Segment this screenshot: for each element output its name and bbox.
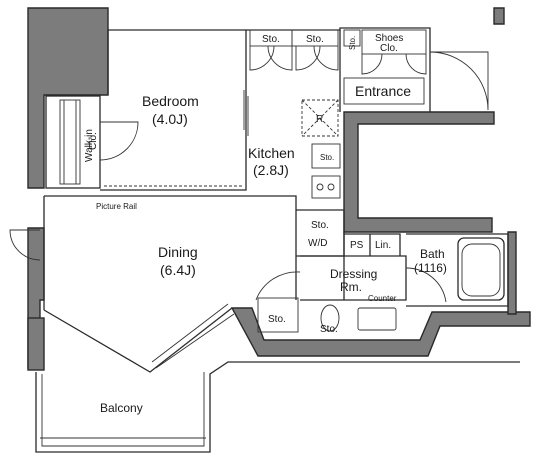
wall-right-bath <box>507 231 517 315</box>
balcony-outline <box>35 361 520 453</box>
outline-wd <box>296 209 345 257</box>
entrance-box <box>343 77 425 105</box>
fridge-space <box>301 99 339 137</box>
outline-bedroom <box>100 30 247 191</box>
sink-box <box>311 143 341 169</box>
walkin-closet-frame <box>45 95 101 189</box>
bath-size-label: (1116) <box>414 261 447 275</box>
burner-2 <box>327 183 335 191</box>
outline-dining <box>43 195 297 310</box>
door-sto-arcs <box>249 45 339 71</box>
door-sto-lower-arc <box>255 271 301 301</box>
bathtub <box>457 237 505 301</box>
wall-bottom-left-pillar <box>27 317 45 371</box>
dining-size-label: (6.4J) <box>160 262 196 278</box>
sto-label-3: Sto. <box>348 36 357 50</box>
toilet <box>320 304 340 332</box>
sto-kitchen-label: Sto. <box>320 153 334 162</box>
bedroom-label: Bedroom <box>142 93 199 109</box>
dining-label: Dining <box>158 244 198 260</box>
burner-1 <box>316 183 324 191</box>
door-shoes-arcs <box>361 53 427 75</box>
shoes-closet-box <box>361 29 427 55</box>
bedroom-size-label: (4.0J) <box>152 111 188 127</box>
sto-box-3 <box>343 29 361 47</box>
ps-label: PS <box>350 240 364 251</box>
dressing-label: Dressing <box>330 267 377 281</box>
wall-left-column <box>27 7 109 189</box>
bath-label: Bath <box>420 247 445 261</box>
kitchen-size-label: (2.8J) <box>253 162 289 178</box>
sliding-door-bedroom <box>243 90 249 136</box>
door-bedroom-arc <box>99 121 139 161</box>
outline-bath <box>406 233 509 307</box>
lin-label: Lin. <box>375 240 391 251</box>
wall-bottom-right <box>230 307 531 357</box>
walkin-clo-label: Clo. <box>88 132 99 150</box>
sto-label-2: Sto. <box>306 34 324 45</box>
picture-rail-label: Picture Rail <box>96 202 137 211</box>
diagonal-window <box>149 303 235 373</box>
sto-toilet-label: Sto. <box>320 324 338 335</box>
door-bath-arc <box>405 267 447 303</box>
wall-top-right-stub <box>493 7 505 25</box>
counter-label: Counter <box>368 294 397 303</box>
wall-right-corridor <box>343 111 495 233</box>
sto-box-2 <box>291 29 339 47</box>
wd-label: W/D <box>308 238 327 249</box>
sto-label-1: Sto. <box>262 34 280 45</box>
washbasin <box>357 307 397 331</box>
dressing-rm-label: Rm. <box>340 280 362 294</box>
door-dining-left-arc <box>9 229 41 261</box>
shoes-label: Shoes <box>375 33 403 44</box>
shoes-clo-label: Clo. <box>380 43 398 54</box>
entrance-label: Entrance <box>355 83 411 99</box>
fridge-r-label: R <box>316 114 323 125</box>
walkin-label: Walk-in <box>84 129 95 162</box>
sliding-door-walkin <box>63 100 77 184</box>
walkin-closet-shelf <box>59 99 81 185</box>
outline-lower <box>43 307 233 373</box>
sto-lower-left <box>257 297 299 333</box>
outline-ps-lin <box>344 233 401 256</box>
balcony-rail <box>40 372 206 447</box>
balcony-label: Balcony <box>100 401 143 415</box>
fridge-x <box>301 99 339 137</box>
bathtub-inner <box>461 243 501 297</box>
stove-box <box>311 175 341 199</box>
sto-wd-label: Sto. <box>311 220 329 231</box>
sto-lower-label: Sto. <box>268 314 286 325</box>
kitchen-label: Kitchen <box>248 145 295 161</box>
door-entrance-arc <box>429 51 489 111</box>
outline-dressing <box>300 255 407 301</box>
